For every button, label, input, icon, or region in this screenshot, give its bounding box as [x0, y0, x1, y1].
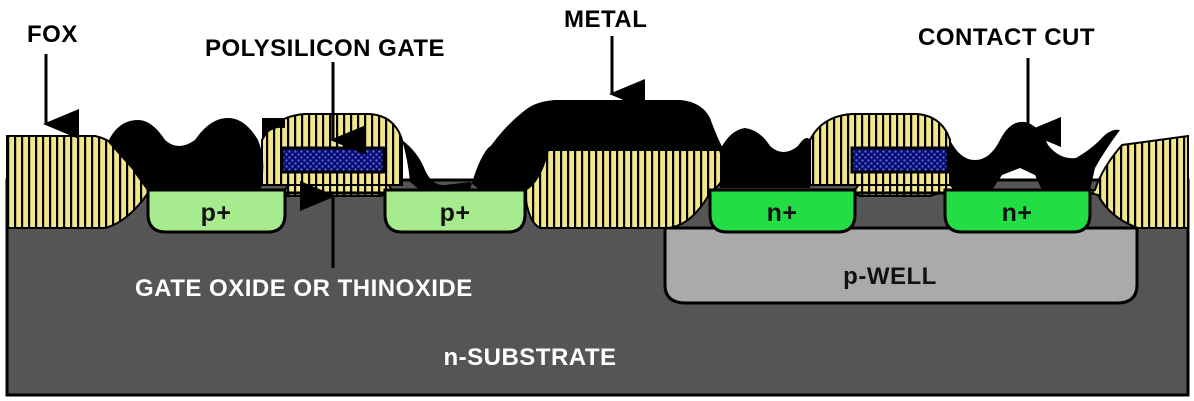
label-contact-cut: CONTACT CUT	[918, 24, 1095, 51]
diffusion-label-n-plus-2: n+	[1002, 199, 1033, 227]
label-p-well: p-WELL	[843, 263, 937, 290]
diffusion-label-p-plus-2: p+	[440, 199, 471, 227]
polysilicon-gate-left	[280, 146, 386, 174]
polysilicon-gate-right	[850, 146, 950, 174]
n-plus-diffusion-1	[708, 188, 857, 234]
label-polysilicon-gate: POLYSILICON GATE	[205, 35, 445, 62]
label-gate-oxide: GATE OXIDE OR THINOXIDE	[135, 275, 473, 302]
label-fox: FOX	[27, 21, 78, 48]
diffusion-label-p-plus-1: p+	[201, 199, 232, 227]
p-well-region	[663, 226, 1139, 305]
metal-mound-center	[488, 100, 724, 175]
n-plus-diffusion-2	[943, 188, 1092, 234]
diffusion-label-n-plus-1: n+	[767, 199, 798, 227]
label-n-substrate: n-SUBSTRATE	[443, 344, 616, 371]
label-metal: METAL	[564, 6, 647, 33]
p-plus-diffusion-2	[383, 188, 527, 234]
p-plus-diffusion-1	[146, 188, 287, 234]
